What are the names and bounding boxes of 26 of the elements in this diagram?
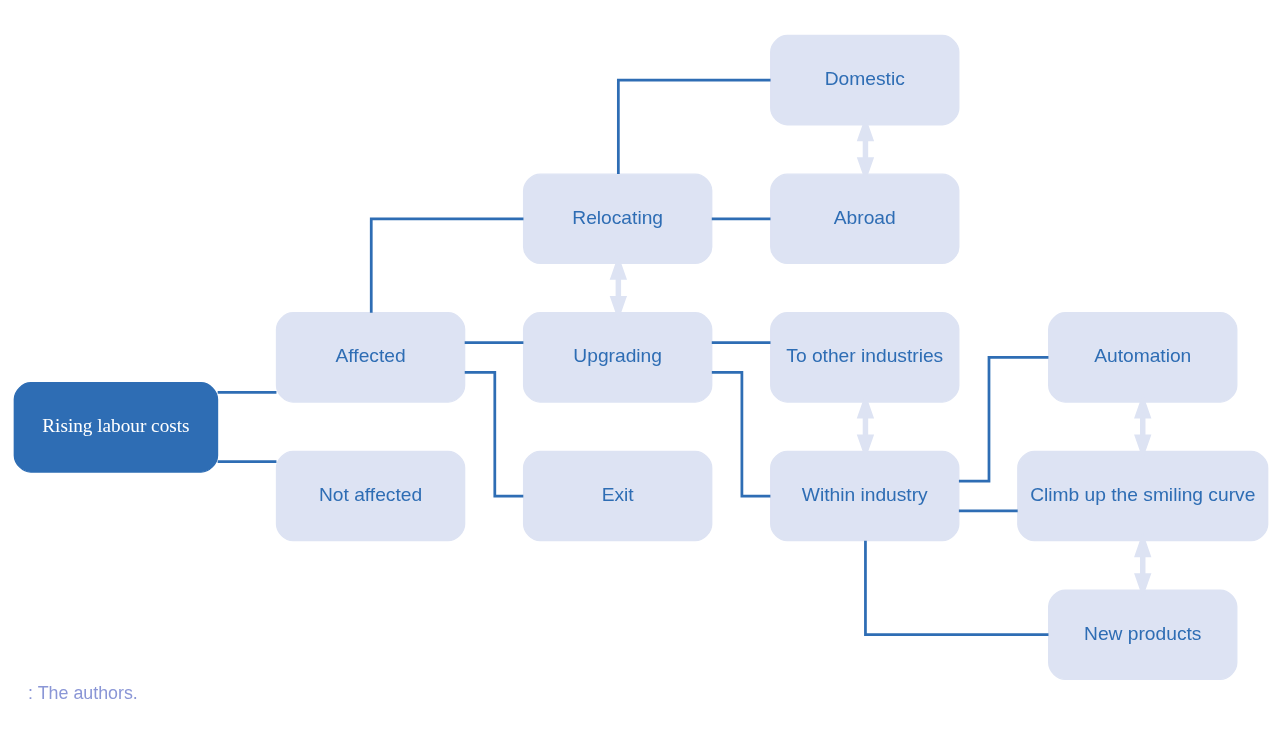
node-box: Domestic	[770, 34, 960, 125]
connector	[958, 355, 1049, 483]
connector	[711, 370, 771, 497]
node-box: Affected	[275, 311, 466, 403]
node-box: To other industries	[770, 311, 960, 403]
node-box: Within industry	[770, 450, 960, 541]
connector	[711, 340, 771, 344]
connector	[217, 390, 277, 394]
node-box: Not affected	[275, 450, 466, 541]
caption: : The authors.	[28, 682, 138, 703]
connector	[369, 216, 524, 313]
node-box: Exit	[522, 450, 713, 541]
connector	[864, 540, 1049, 636]
connector	[217, 459, 277, 463]
node-box: New products	[1048, 588, 1238, 680]
connector	[958, 509, 1018, 512]
node-box: Automation	[1048, 311, 1238, 403]
node-box: Relocating	[522, 172, 713, 264]
connector	[464, 370, 524, 497]
node-box: Upgrading	[522, 311, 713, 403]
connector	[464, 340, 524, 344]
node-box: Abroad	[770, 172, 960, 264]
node-box: Rising labour costs	[13, 381, 219, 473]
connector	[616, 78, 771, 174]
connector	[711, 216, 771, 220]
node-box: Climb up the smiling curve	[1017, 450, 1269, 541]
